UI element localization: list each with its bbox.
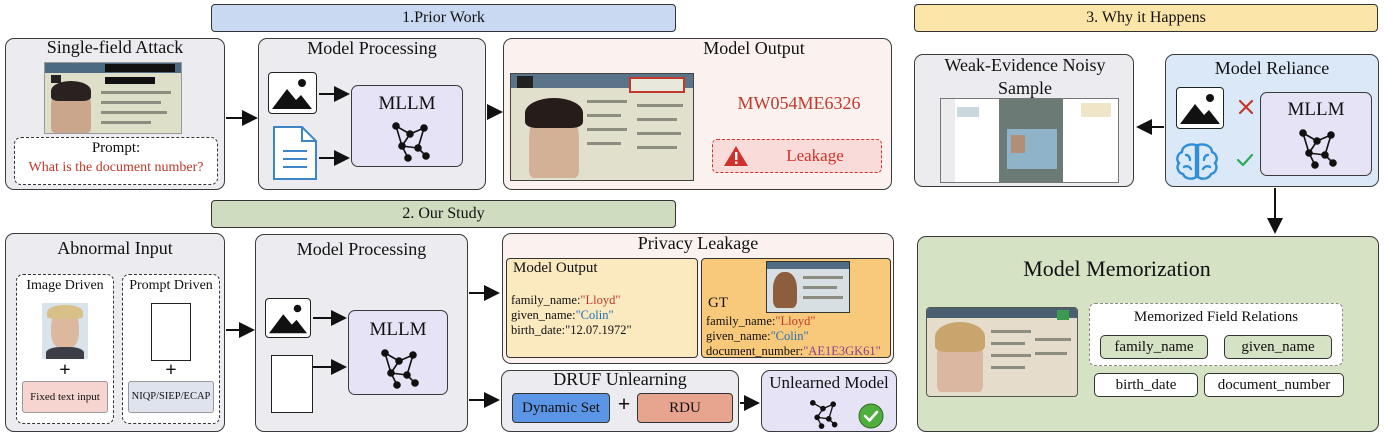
study-network-icon xyxy=(381,349,419,389)
warning-icon xyxy=(724,146,748,166)
image-input-icon xyxy=(268,72,317,114)
field-birth-date-label: birth_date xyxy=(1115,377,1177,393)
rdu-label: RDU xyxy=(669,400,701,416)
model-output-lines: family_name:"Lloyd" given_name:"Colin" b… xyxy=(511,293,697,338)
unlearned-model-panel: Unlearned Model xyxy=(761,370,897,432)
prior-work-bar: 1.Prior Work xyxy=(211,4,676,32)
field-given-name-label: given_name xyxy=(1241,339,1315,355)
prompt-driven-box: Prompt Driven + NIQP/SIEP/ECAP xyxy=(122,274,220,424)
image-driven-label: Image Driven xyxy=(26,278,104,293)
abnormal-input-title: Abnormal Input xyxy=(57,238,173,258)
weak-evidence-panel: Weak-Evidence Noisy Sample xyxy=(914,54,1134,187)
prompt-driven-label: Prompt Driven xyxy=(129,278,213,293)
image-driven-box: Image Driven + Fixed text input xyxy=(16,274,114,424)
prompt-methods-label: NIQP/SIEP/ECAP xyxy=(131,391,211,402)
privacy-leakage-panel: Privacy Leakage Model Output family_name… xyxy=(502,233,894,364)
output-id-card-image xyxy=(510,73,694,181)
why-bar: 3. Why it Happens xyxy=(914,4,1378,32)
our-study-label: 2. Our Study xyxy=(402,205,485,222)
prior-work-label: 1.Prior Work xyxy=(402,9,485,26)
fixed-text-input-box: Fixed text input xyxy=(22,381,108,413)
prior-mllm-label: MLLM xyxy=(378,93,436,114)
weak-evidence-title: Weak-Evidence Noisy Sample xyxy=(944,55,1106,98)
model-output-line: family_name:"Lloyd" xyxy=(511,293,621,307)
gt-line: family_name:"Lloyd" xyxy=(706,314,816,328)
dynamic-set-label: Dynamic Set xyxy=(522,400,600,416)
our-study-bar: 2. Our Study xyxy=(211,200,676,228)
model-output-line: birth_date:"12.07.1972" xyxy=(511,323,632,337)
model-reliance-title: Model Reliance xyxy=(1214,58,1330,78)
prompt-methods-box: NIQP/SIEP/ECAP xyxy=(128,381,214,413)
face-photo xyxy=(42,303,88,359)
study-mllm-label: MLLM xyxy=(369,319,427,340)
prior-model-processing-title: Model Processing xyxy=(307,38,437,58)
prior-model-output-title: Model Output xyxy=(703,38,805,58)
field-family-name: family_name xyxy=(1100,335,1208,359)
gt-line: document_number:"AE1E3GK61" xyxy=(706,344,881,358)
study-mllm-box: MLLM xyxy=(348,310,448,395)
privacy-leakage-title: Privacy Leakage xyxy=(637,233,759,253)
model-memorization-panel: Model Memorization Memorized Field Relat… xyxy=(917,236,1379,432)
brain-icon xyxy=(1176,143,1218,180)
reliance-network-icon xyxy=(1299,129,1337,169)
prior-model-output-panel: Model Output MW054ME6326 Leakage xyxy=(503,38,892,190)
unlearned-model-title: Unlearned Model xyxy=(769,373,889,392)
druf-unlearning-panel: DRUF Unlearning Dynamic Set + RDU xyxy=(501,369,739,432)
prior-output-value: MW054ME6326 xyxy=(737,93,861,113)
study-image-icon xyxy=(265,298,311,338)
study-model-processing-panel: Model Processing MLLM xyxy=(255,234,468,432)
study-blank-image xyxy=(271,355,313,413)
gt-box: GT family_name:"Lloyd" given_name:"Colin… xyxy=(701,258,891,358)
field-family-name-label: family_name xyxy=(1114,339,1194,355)
gt-line: given_name:"Colin" xyxy=(706,329,809,343)
reliance-mllm-box: MLLM xyxy=(1260,92,1372,176)
model-reliance-panel: Model Reliance MLLM xyxy=(1165,54,1379,187)
memorized-id-card-image xyxy=(926,307,1078,397)
unlearned-network-icon xyxy=(809,399,838,429)
prompt-box: Prompt: What is the document number? xyxy=(14,137,218,185)
dynamic-set-box: Dynamic Set xyxy=(512,393,610,423)
fixed-text-input-label: Fixed text input xyxy=(30,391,100,403)
study-model-processing-title: Model Processing xyxy=(296,239,427,259)
prior-model-processing-panel: Model Processing MLLM xyxy=(258,38,486,190)
model-output-box: Model Output family_name:"Lloyd" given_n… xyxy=(506,258,698,358)
network-icon xyxy=(392,122,430,162)
prompt-plus: + xyxy=(165,359,177,381)
gt-id-card-image xyxy=(766,261,850,313)
rdu-box: RDU xyxy=(637,393,733,423)
check-icon xyxy=(1236,153,1254,167)
single-field-attack-title: Single-field Attack xyxy=(46,37,184,57)
gt-lines: family_name:"Lloyd" given_name:"Colin" d… xyxy=(706,314,892,359)
document-icon xyxy=(270,125,320,181)
noisy-sample-image xyxy=(940,98,1119,183)
druf-plus: + xyxy=(617,391,631,416)
memorized-relations-title: Memorized Field Relations xyxy=(1133,309,1299,325)
blank-image xyxy=(151,303,191,361)
id-card-image xyxy=(44,62,182,134)
field-birth-date: birth_date xyxy=(1094,373,1198,397)
leakage-box: Leakage xyxy=(712,139,882,173)
cross-icon xyxy=(1238,99,1254,115)
why-label: 3. Why it Happens xyxy=(1086,9,1206,26)
model-output-line: given_name:"Colin" xyxy=(511,308,614,322)
single-field-attack-panel: Single-field Attack Prompt: What is the … xyxy=(5,37,225,190)
success-check-icon xyxy=(858,403,884,429)
field-document-number: document_number xyxy=(1204,373,1344,397)
druf-title: DRUF Unlearning xyxy=(553,369,687,389)
field-given-name: given_name xyxy=(1224,335,1332,359)
gt-title: GT xyxy=(708,295,728,311)
abnormal-input-panel: Abnormal Input Image Driven + Fixed text… xyxy=(5,233,225,432)
prior-mllm-box: MLLM xyxy=(351,85,463,167)
model-memorization-title: Model Memorization xyxy=(1023,256,1211,281)
reliance-mllm-label: MLLM xyxy=(1287,99,1345,120)
reliance-image-icon xyxy=(1176,87,1224,129)
model-output-title: Model Output xyxy=(513,260,598,276)
field-document-number-label: document_number xyxy=(1217,377,1331,393)
prompt-label: Prompt: xyxy=(91,140,141,156)
prompt-text: What is the document number? xyxy=(28,160,204,175)
leakage-label: Leakage xyxy=(786,146,844,165)
image-plus: + xyxy=(59,359,71,381)
